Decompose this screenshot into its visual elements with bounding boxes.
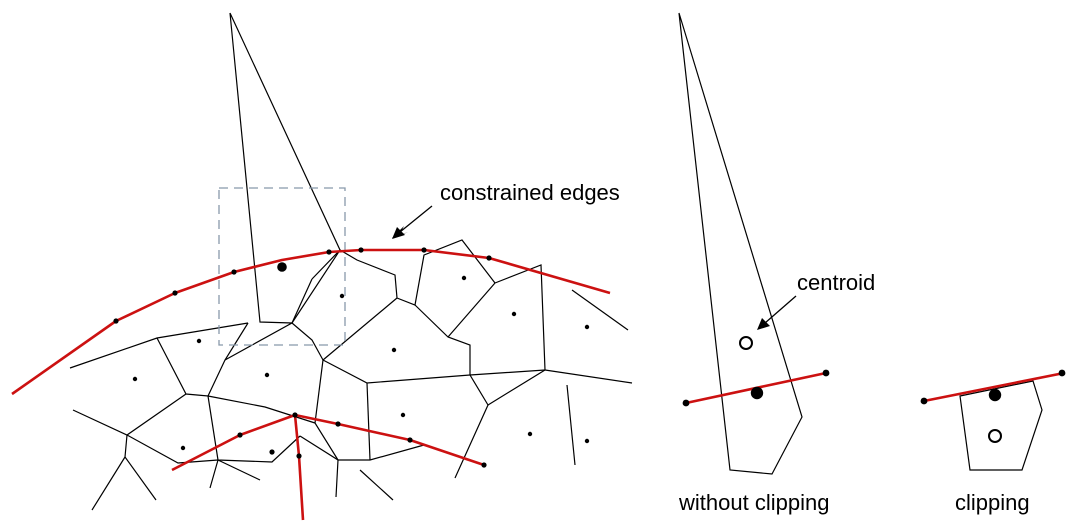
site <box>132 376 138 382</box>
vertex <box>358 247 364 253</box>
cell-edge <box>414 304 471 375</box>
site <box>391 347 397 353</box>
label-constrained-edges: constrained edges <box>440 180 620 205</box>
cell-edge <box>291 278 313 324</box>
vertex <box>326 249 332 255</box>
cell-edge <box>487 369 546 406</box>
vertex <box>292 412 298 418</box>
cell-edge <box>156 322 249 397</box>
site <box>339 293 345 299</box>
unclipped-cell <box>678 12 803 475</box>
highlighted-site <box>277 262 287 272</box>
zoom-box <box>218 187 346 346</box>
cell-edge <box>124 456 157 501</box>
lower-constraint-right <box>294 413 485 467</box>
site <box>584 324 590 330</box>
clipped-cell <box>959 380 1043 471</box>
segment-endpoint <box>1058 369 1066 377</box>
centroid-clipped <box>988 429 1002 443</box>
voronoi-cell-edges <box>69 12 633 511</box>
cell-edge <box>322 359 546 384</box>
cell-edge <box>494 264 546 371</box>
cell-edge <box>454 374 489 479</box>
cell-edge <box>224 322 324 361</box>
cell-edge <box>544 369 633 384</box>
vertex <box>481 462 487 468</box>
cell-edge <box>571 289 629 331</box>
label-clipping: clipping <box>955 490 1030 515</box>
constraint-vertices <box>113 247 492 468</box>
cell-edge <box>126 434 219 464</box>
arrow-centroid <box>764 295 797 324</box>
vertex <box>296 453 302 459</box>
vertex <box>335 421 341 427</box>
vertex <box>486 255 492 261</box>
cell-edge <box>359 469 394 501</box>
segment-endpoint <box>682 399 690 407</box>
vertex <box>407 437 413 443</box>
cell-edge <box>299 435 339 498</box>
voronoi-sites <box>132 262 590 451</box>
site-unclipped <box>750 386 764 400</box>
cell-edge <box>217 459 261 481</box>
site <box>527 431 533 437</box>
upper-constraint-polyline <box>11 248 611 396</box>
site-clipped <box>988 388 1002 402</box>
label-centroid: centroid <box>797 270 875 295</box>
label-without-clipping: without clipping <box>678 490 829 515</box>
vertex <box>269 449 275 455</box>
site <box>264 372 270 378</box>
centroid-unclipped <box>739 336 753 350</box>
vertex <box>231 269 237 275</box>
cell-edge <box>91 434 128 511</box>
cell-edge <box>322 297 398 361</box>
site <box>461 275 467 281</box>
vertex <box>421 247 427 253</box>
vertex <box>172 290 178 296</box>
arrowhead-centroid <box>757 318 770 330</box>
cell-edge <box>207 395 301 463</box>
vertex <box>237 432 243 438</box>
segment-endpoint <box>822 369 830 377</box>
cell-edge <box>209 459 219 489</box>
site <box>584 438 590 444</box>
site <box>180 445 186 451</box>
arrowhead-constrained-edges-solid <box>392 227 405 239</box>
site <box>400 412 406 418</box>
cell-edge <box>72 393 187 436</box>
cell-edge <box>447 282 496 338</box>
site <box>511 311 517 317</box>
vertex <box>113 318 119 324</box>
lower-constraint-stem <box>293 414 305 521</box>
sliver-cell <box>229 12 341 324</box>
cell-edge <box>566 384 576 466</box>
constraint-segment-clipped <box>923 371 1065 403</box>
site <box>196 338 202 344</box>
segment-endpoint <box>920 397 928 405</box>
lower-constraint-left <box>171 413 296 472</box>
cell-edge <box>207 395 316 424</box>
arrow-constrained-edges <box>399 205 433 233</box>
cell-edge <box>366 382 371 461</box>
